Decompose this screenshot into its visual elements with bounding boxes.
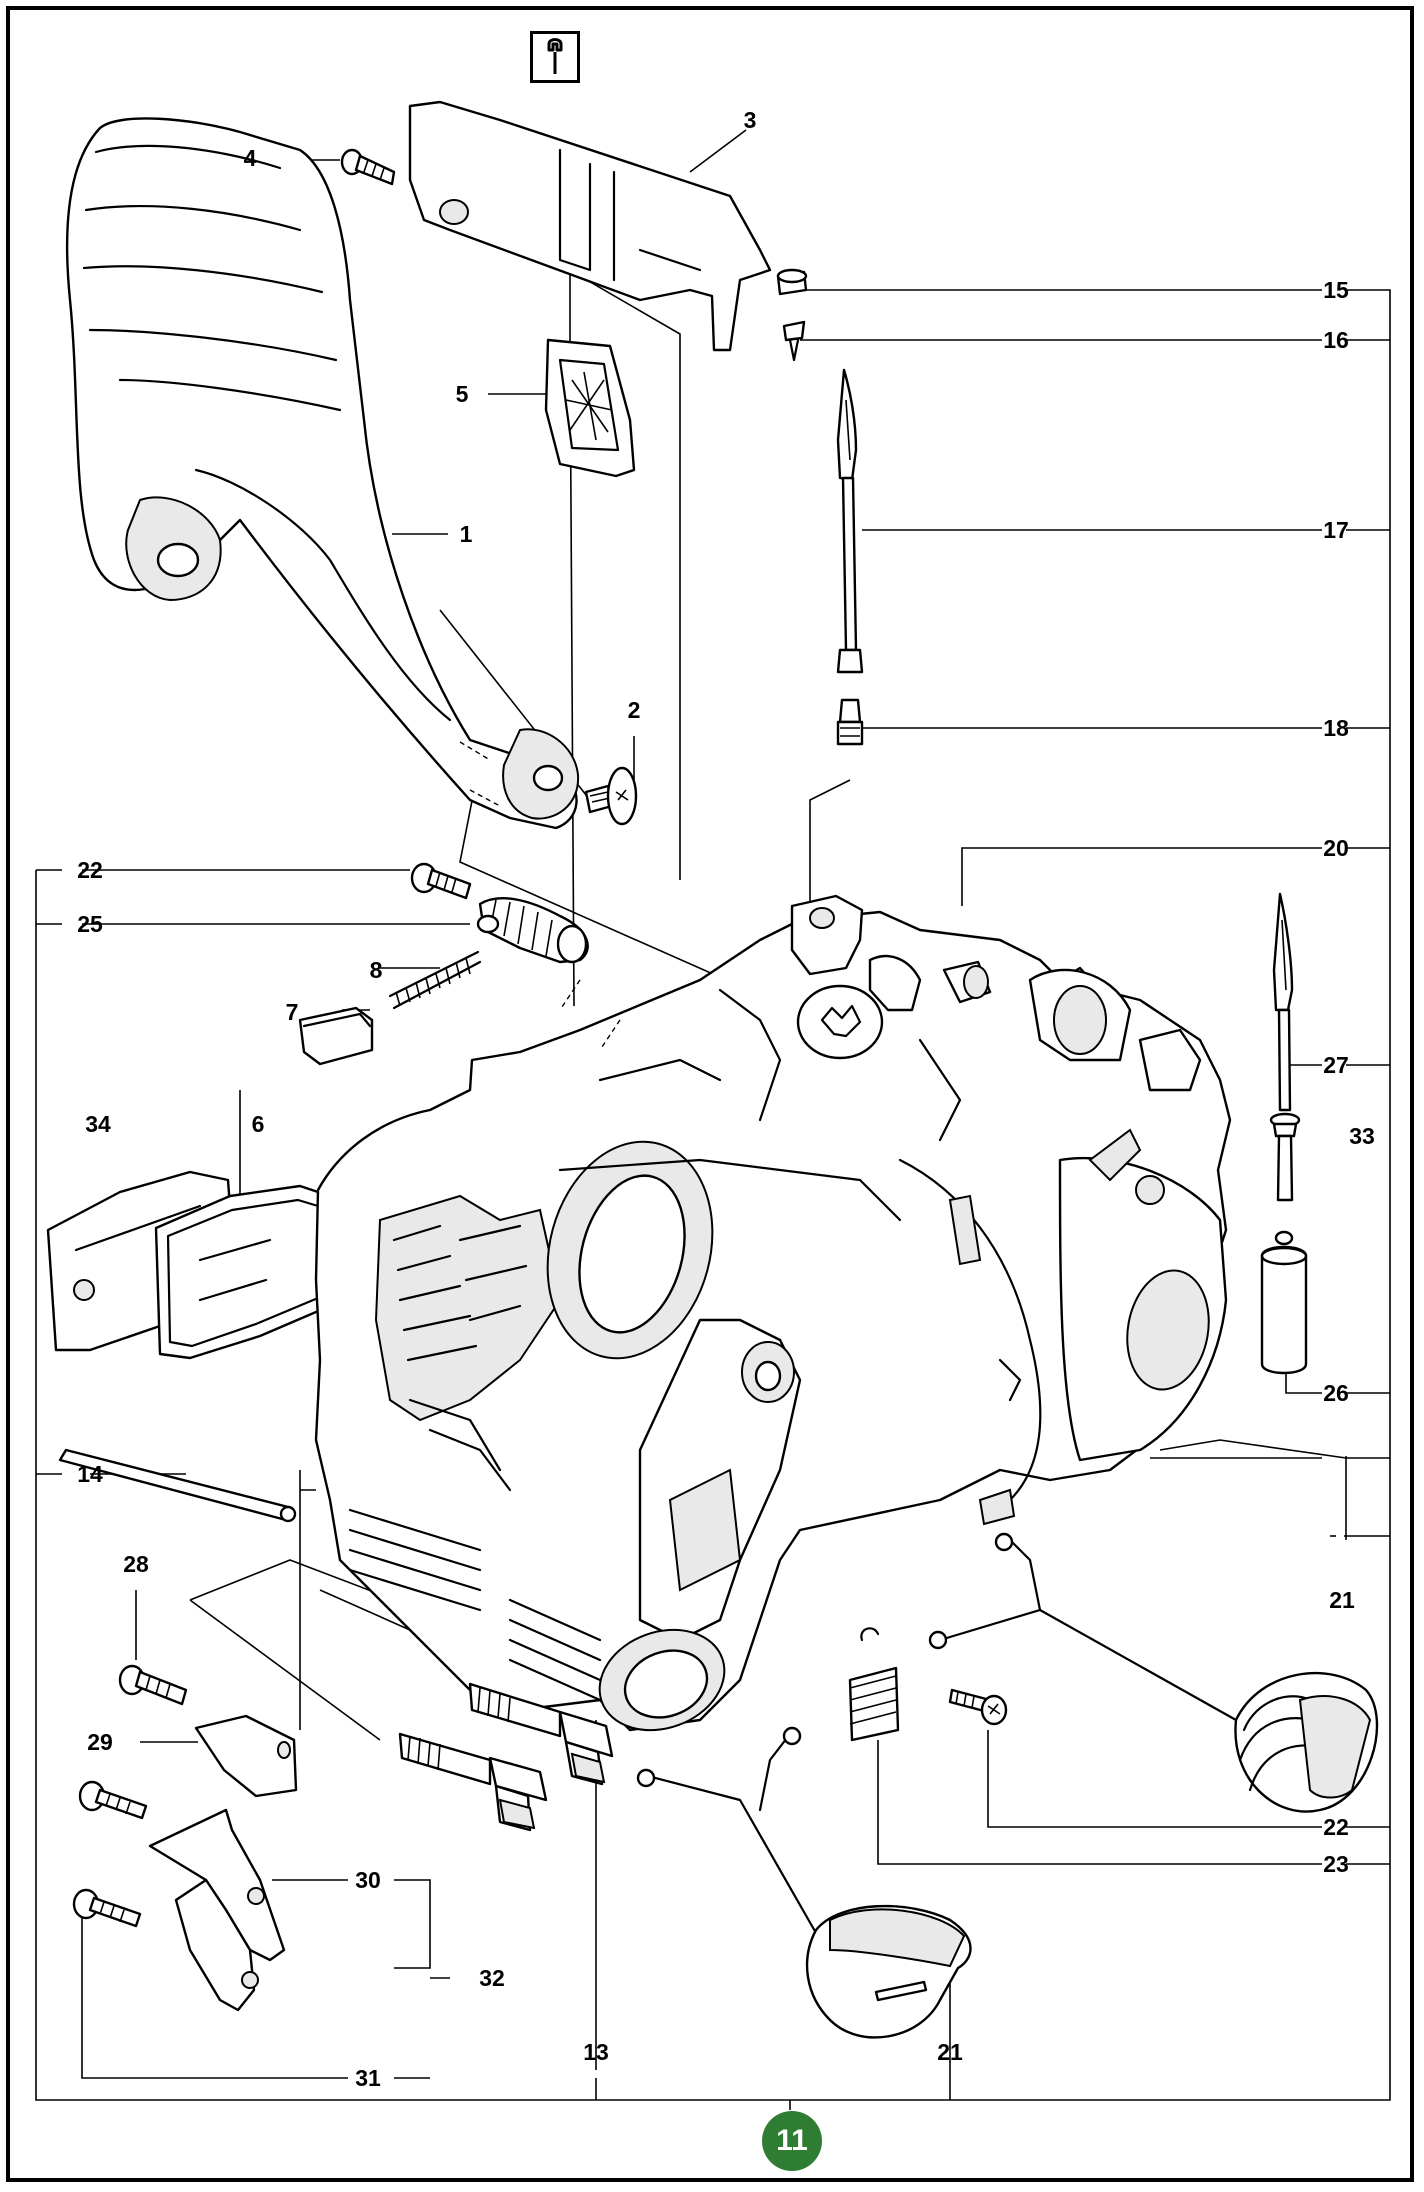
wrench-icon: [530, 31, 580, 83]
part-31-screw: [72, 1888, 142, 1928]
callout-22-lower: 22: [1323, 1814, 1349, 1840]
part-17-hose: [836, 368, 864, 674]
callout-26: 26: [1323, 1380, 1349, 1406]
callout-14: 14: [77, 1461, 103, 1487]
callout-23: 23: [1323, 1851, 1349, 1877]
page-number-badge: 11: [762, 2111, 822, 2171]
callout-20: 20: [1323, 835, 1349, 861]
part-32-catcher: [148, 1808, 286, 2012]
part-27-hose: [1272, 892, 1294, 1112]
callout-22-upper: 22: [77, 857, 103, 883]
part-7-block: [298, 1006, 374, 1066]
part-23-spring: [848, 1627, 900, 1742]
callout-2: 2: [627, 697, 641, 723]
crankcase-housing: [314, 894, 1232, 1732]
callout-32: 32: [479, 1965, 505, 1991]
callout-15: 15: [1323, 277, 1349, 303]
callout-13: 13: [583, 2039, 609, 2065]
part-14-rod: [58, 1448, 297, 1523]
callout-33: 33: [1349, 1123, 1375, 1149]
part-2-screw: [584, 766, 638, 826]
part-4-screw: [340, 148, 396, 186]
part-18-fitting: [836, 698, 864, 746]
part-1-brake-handle: [65, 117, 580, 830]
callout-8: 8: [369, 957, 383, 983]
callout-34: 34: [85, 1111, 111, 1137]
part-3-cover-plate: [408, 100, 772, 352]
part-8-spring: [388, 950, 482, 1010]
callout-27: 27: [1323, 1052, 1349, 1078]
part-33-grommet: [1269, 1112, 1301, 1202]
callout-4: 4: [243, 145, 257, 171]
part-5-filter: [544, 338, 636, 478]
part-21-cap-bottom: [636, 1726, 972, 2039]
callout-3: 3: [743, 107, 757, 133]
callout-6: 6: [251, 1111, 265, 1137]
callout-18: 18: [1323, 715, 1349, 741]
part-22-25-screw-spring: [410, 862, 589, 964]
callout-1: 1: [459, 521, 473, 547]
part-16-valve: [782, 320, 806, 362]
callout-31: 31: [355, 2065, 381, 2091]
callout-7: 7: [285, 999, 299, 1025]
callout-25: 25: [77, 911, 103, 937]
callout-21-bottom: 21: [937, 2039, 963, 2065]
part-29-bracket: [194, 1714, 298, 1798]
callout-17: 17: [1323, 517, 1349, 543]
part-20-bushing: [942, 960, 992, 1004]
callout-16: 16: [1323, 327, 1349, 353]
part-28-bolt: [118, 1664, 188, 1706]
part-22-screw-lower: [948, 1688, 1008, 1726]
callout-28: 28: [123, 1551, 149, 1577]
part-13-stud-a: [398, 1732, 548, 1832]
part-26-oil-filter: [1260, 1230, 1308, 1375]
part-6-gasket: [154, 1184, 332, 1360]
callout-29: 29: [87, 1729, 113, 1755]
callout-5: 5: [455, 381, 469, 407]
part-13-stud-b: [468, 1682, 614, 1786]
page-border: [6, 6, 1414, 2182]
part-30-screw: [78, 1780, 148, 1820]
part-21-cap-right: [928, 1532, 1379, 1813]
callout-21-right: 21: [1329, 1587, 1355, 1613]
part-15-cap: [776, 268, 808, 296]
callout-30: 30: [355, 1867, 381, 1893]
husqvarna-crown-logo: [796, 984, 884, 1060]
